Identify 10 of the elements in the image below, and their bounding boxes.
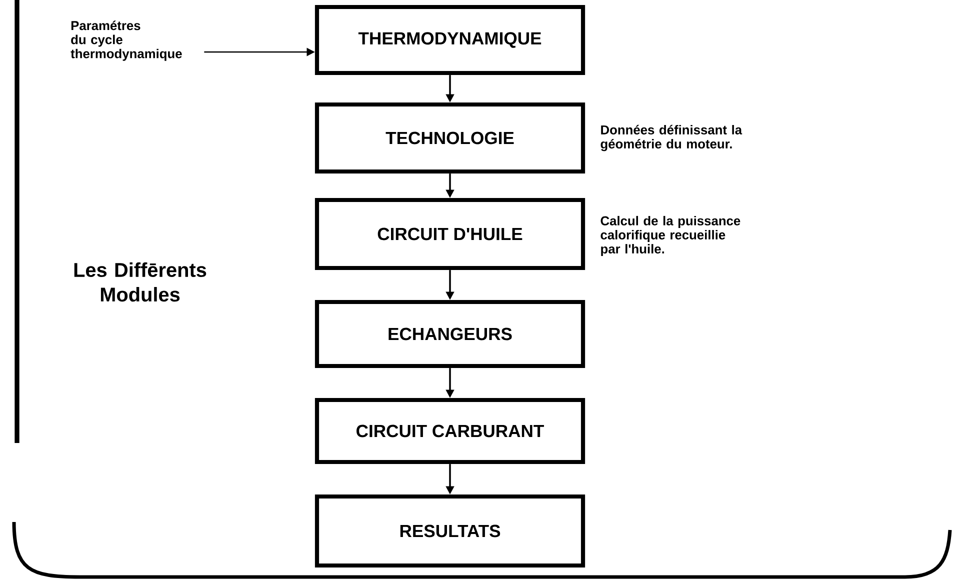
module-box: ECHANGEURS	[314, 300, 586, 368]
note-text: Calcul de la puissance calorifique recueillie par l'huile.	[600, 216, 740, 256]
module-box: CIRCUIT CARBURANT	[314, 398, 586, 464]
section-label: Les Diffērents Modules	[74, 262, 206, 302]
module-box: THERMODYNAMIQUE	[314, 4, 586, 76]
module-box: CIRCUIT D'HUILE	[314, 198, 586, 270]
input-note: Paramétres du cycle thermodynamique	[70, 20, 182, 61]
module-box: TECHNOLOGIE	[314, 102, 586, 174]
module-box: RESULTATS	[314, 494, 586, 568]
note-text: Données définissant la géométrie du moteur.	[600, 124, 742, 152]
